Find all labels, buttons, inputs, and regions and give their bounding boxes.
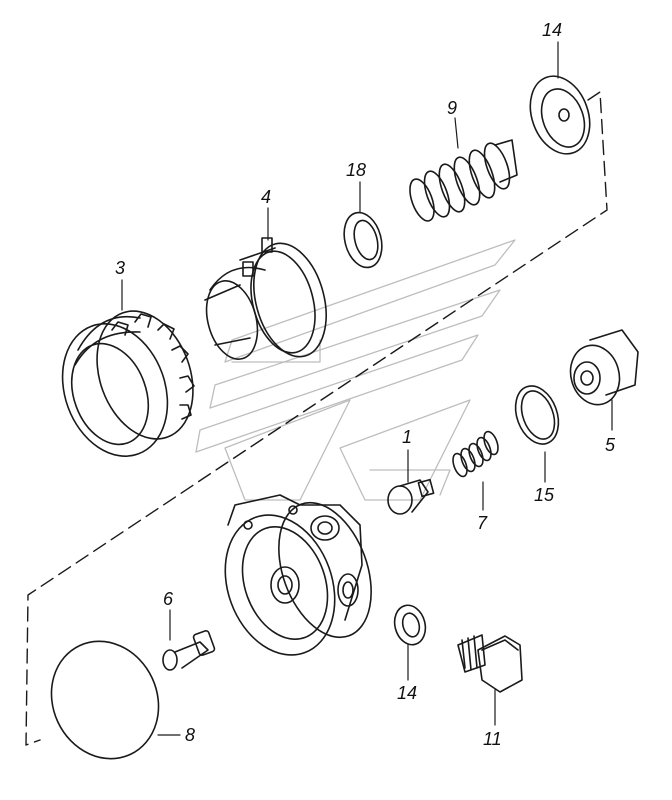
- part-5-plug: [569, 329, 639, 406]
- part-14-small-washer: [393, 604, 427, 646]
- callout-5: 5: [605, 435, 616, 455]
- callout-15: 15: [534, 485, 555, 505]
- leader-lines: [121, 41, 613, 736]
- callout-18: 18: [346, 160, 367, 180]
- watermark-logo: [195, 239, 516, 501]
- callout-6: 6: [163, 589, 174, 609]
- callout-9: 9: [447, 98, 458, 118]
- main-housing: [224, 494, 372, 656]
- part-6-small-valve: [162, 629, 216, 671]
- part-4-cylinder: [204, 237, 327, 360]
- callout-4: 4: [261, 187, 272, 207]
- callout-7: 7: [477, 513, 488, 533]
- callout-11: 11: [483, 729, 502, 749]
- part-1-valve-pin: [387, 478, 435, 515]
- callout-8: 8: [185, 725, 196, 745]
- callout-3: 3: [115, 258, 126, 278]
- callout-14: 14: [397, 683, 418, 703]
- callout-10: 14: [542, 20, 563, 40]
- part-11-hex-bolt: [457, 634, 523, 693]
- part-9-spring: [409, 139, 518, 222]
- part-10-disc: [529, 75, 591, 155]
- part-8-cover-disc: [50, 640, 160, 760]
- axis-lines: [25, 91, 608, 746]
- part-7-small-spring: [452, 430, 499, 478]
- callout-1: 1: [402, 427, 413, 447]
- part-15-o-ring: [514, 385, 560, 445]
- part-18-washer: [343, 211, 383, 269]
- part-3-ring-nut: [61, 310, 195, 457]
